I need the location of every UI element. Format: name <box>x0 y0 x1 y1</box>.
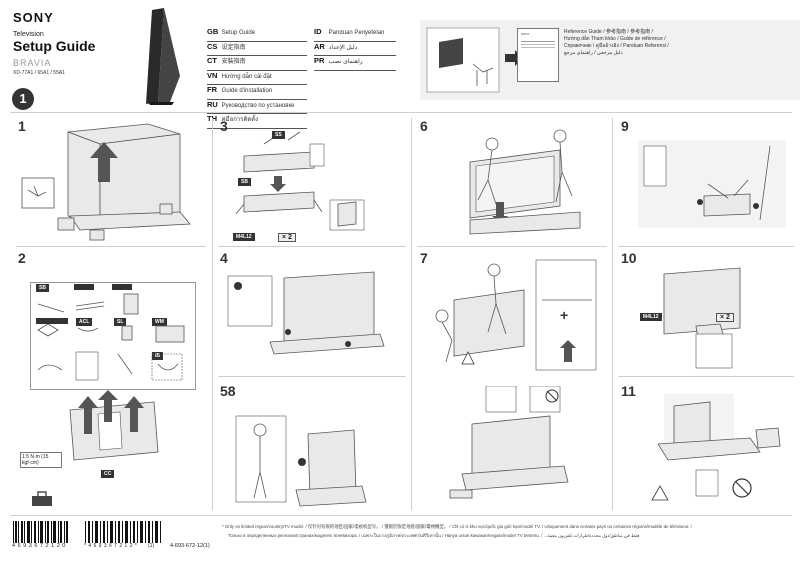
language-row: PR راهنمای نصب <box>314 56 396 71</box>
step6-lift-illustration <box>469 129 581 235</box>
step-number: 11 <box>621 383 636 399</box>
brand-logo: SONY <box>13 10 54 25</box>
part-label-sb-qty: SB <box>36 284 49 292</box>
page-title: Setup Guide <box>13 38 96 54</box>
step2-unpack-illustration <box>69 390 159 461</box>
screw-label-m4l12: M4L12 <box>233 233 255 241</box>
language-row: GB Setup Guide <box>207 27 307 42</box>
barcode-suffix: (1) <box>148 543 155 549</box>
part-label-blank <box>36 318 68 324</box>
step-number: 9 <box>621 118 629 134</box>
doc-subtitle: Television <box>13 31 44 38</box>
reference-text: Reference Guide / 参考指南 / 參考指南 / Hướng dẫ… <box>564 29 669 56</box>
part-label-ib: IB <box>152 352 163 360</box>
barcode-number: 4 6 9 3 6 7 2 1 2 0 <box>12 543 66 549</box>
step58-assembly-illustration <box>235 415 367 507</box>
part-label-sb: SB <box>238 178 251 186</box>
language-list-left: GB Setup Guide CS 设定指南 CT 安裝指南 VN Hướng … <box>207 27 307 129</box>
parts-box <box>30 282 196 390</box>
quantity-badge: × 2 <box>716 313 734 322</box>
barcode-secondary <box>85 521 161 543</box>
language-row: AR دليل الإعداد <box>314 42 396 56</box>
toolbox-icon <box>32 491 52 506</box>
part-label-cc: CC <box>101 470 115 478</box>
language-row: CS 设定指南 <box>207 42 307 56</box>
language-row: ID Panduan Penyetelan <box>314 27 396 42</box>
step-number: 7 <box>420 250 428 266</box>
step-number: 1 <box>18 118 26 134</box>
part-label-ss: SS <box>272 131 285 139</box>
footnote-line1: * Only on limited region/country/TV mode… <box>222 524 692 529</box>
part-label-blank <box>74 284 94 290</box>
language-row: FR Guide d'installation <box>207 85 307 100</box>
step-number: 6 <box>420 118 428 134</box>
divider <box>218 246 406 247</box>
language-row: VN Hướng dẫn cài đặt <box>207 71 307 85</box>
svg-text:+: + <box>560 307 568 323</box>
step-number: 10 <box>621 250 637 266</box>
language-list-right: ID Panduan Penyetelan AR دليل الإعداد PR… <box>314 27 396 71</box>
step1-unbox-illustration <box>21 123 191 241</box>
part-label-sl: SL <box>114 318 127 326</box>
document-number: 4-693-672-12(1) <box>170 543 210 549</box>
step-number: 2 <box>18 250 26 266</box>
divider <box>16 246 206 247</box>
step8-illustration <box>449 386 569 499</box>
divider <box>10 112 792 113</box>
reference-illustration <box>426 27 523 93</box>
tv-product-image <box>146 8 180 105</box>
step-number: 4 <box>220 250 228 266</box>
divider <box>417 246 607 247</box>
step-number: 58 <box>220 383 236 399</box>
torque-callout: 1.5 N·m (15 kgf·cm) <box>20 452 62 468</box>
reference-booklet: SONY <box>517 28 559 82</box>
divider <box>218 376 406 377</box>
step-number: 3 <box>220 118 228 134</box>
step7-stand-illustration: + <box>435 259 597 371</box>
part-label-blank <box>112 284 132 290</box>
step2-parts-illustration <box>37 293 185 381</box>
barcode-primary <box>12 521 70 543</box>
divider <box>212 118 213 510</box>
divider <box>618 376 794 377</box>
screw-label-m4l12: M4L12 <box>640 313 662 321</box>
barcode-number-secondary: * 4 6 9 3 6 7 2 1 2 * <box>84 543 138 549</box>
divider <box>612 118 613 510</box>
step9-attach-illustration <box>638 140 786 228</box>
part-label-wm: WM <box>152 318 167 326</box>
divider <box>10 515 792 516</box>
step4-remove-illustration <box>227 271 385 355</box>
divider <box>618 246 794 247</box>
quantity-badge: × 2 <box>278 233 296 242</box>
divider <box>411 118 412 510</box>
language-row: CT 安裝指南 <box>207 56 307 71</box>
part-label-acl: ACL <box>76 318 93 326</box>
part-number-badge: 1 <box>12 88 34 110</box>
language-row: RU Руководство по установке <box>207 100 307 114</box>
step3-stand-illustration <box>235 131 365 231</box>
model-list: XD-77A1 / 65A1 / 55A1 <box>13 70 65 76</box>
step11-stand-illustration <box>651 394 781 501</box>
footnote-line2: Только в определенных регионах/странах/м… <box>228 533 640 538</box>
series-name: BRAVIA <box>13 58 52 68</box>
